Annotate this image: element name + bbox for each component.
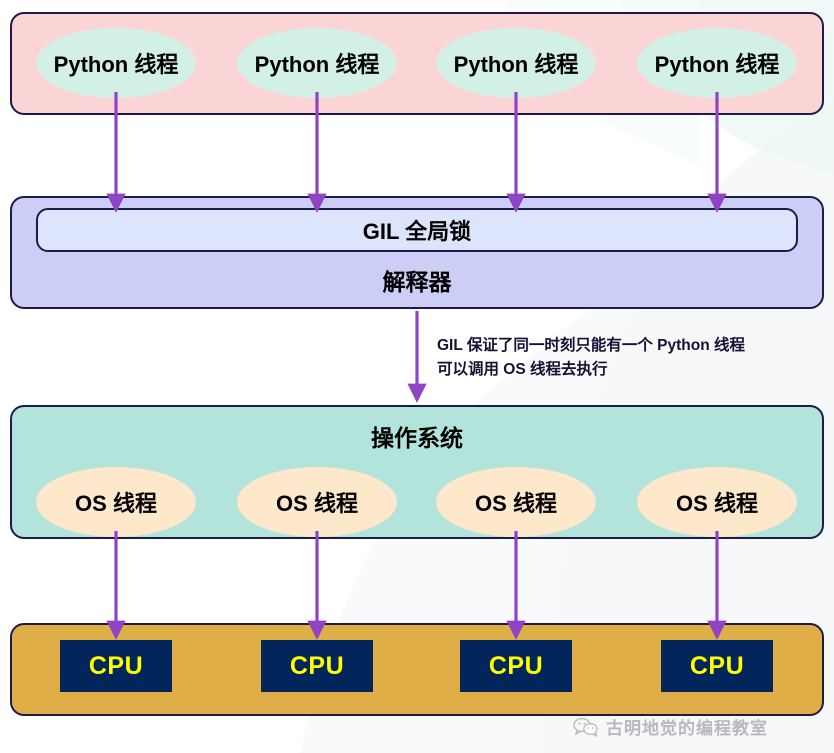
interpreter-title: 解释器 [382,269,452,295]
wechat-icon [573,717,598,737]
os-thread-node-4[interactable]: OS 线程 [637,467,797,537]
os-thread-label-4: OS 线程 [676,491,758,516]
python-thread-label-2: Python 线程 [254,52,380,77]
watermark: 古明地觉的编程教室 [573,714,768,739]
python-thread-node-2[interactable]: Python 线程 [237,28,397,98]
os-thread-label-3: OS 线程 [475,491,557,516]
gil-annotation-line-2: 可以调用 OS 线程去执行 [437,361,608,379]
python-thread-label-3: Python 线程 [453,52,579,77]
cpu-label-4: CPU [689,651,745,680]
cpu-node-3[interactable]: CPU [460,640,572,692]
cpu-label-1: CPU [88,651,144,680]
operating-system-title: 操作系统 [371,425,463,451]
python-thread-node-4[interactable]: Python 线程 [637,28,797,98]
cpu-node-2[interactable]: CPU [261,640,373,692]
python-thread-node-1[interactable]: Python 线程 [36,28,196,98]
gil-label: GIL 全局锁 [362,219,472,244]
cpu-label-3: CPU [488,651,544,680]
os-thread-node-1[interactable]: OS 线程 [36,467,196,537]
watermark-text: 古明地觉的编程教室 [606,719,768,738]
os-thread-label-1: OS 线程 [75,491,157,516]
gil-box[interactable]: GIL 全局锁 [36,208,798,252]
gil-annotation-line-1: GIL 保证了同一时刻只能有一个 Python 线程 [437,337,745,354]
cpu-node-1[interactable]: CPU [60,640,172,692]
cpu-node-4[interactable]: CPU [661,640,773,692]
os-thread-node-3[interactable]: OS 线程 [436,467,596,537]
python-thread-label-4: Python 线程 [654,52,780,77]
os-thread-label-2: OS 线程 [276,491,358,516]
interpreter-band: GIL 全局锁 解释器 [10,196,824,309]
cpu-label-2: CPU [289,651,345,680]
os-thread-node-2[interactable]: OS 线程 [237,467,397,537]
python-thread-node-3[interactable]: Python 线程 [436,28,596,98]
gil-annotation: GIL 保证了同一时刻只能有一个 Python 线程 可以调用 OS 线程去执行 [437,334,745,382]
python-thread-label-1: Python 线程 [53,52,179,77]
